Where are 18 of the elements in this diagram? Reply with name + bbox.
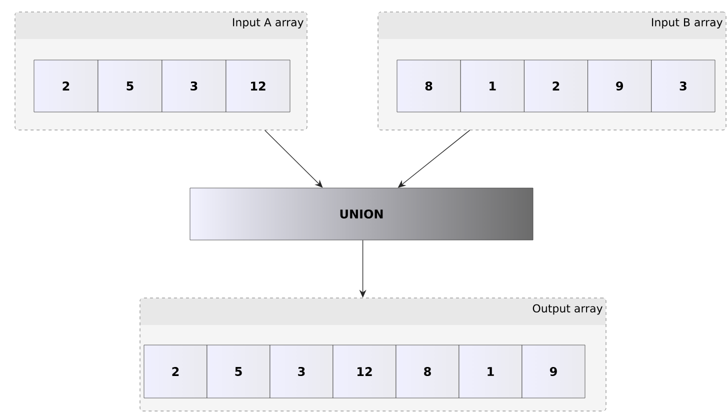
array-cell: 2: [524, 60, 588, 112]
array-cell: 1: [458, 344, 522, 398]
array-cell: 8: [396, 344, 460, 398]
array-cell: 5: [98, 60, 162, 112]
process-box: UNION: [190, 188, 534, 240]
array-cell: 9: [522, 344, 586, 398]
array-cell: 3: [651, 60, 716, 112]
array-cell: 3: [162, 60, 226, 112]
array-cell: 12: [226, 60, 290, 112]
array-cell: 3: [270, 344, 334, 398]
array-cell: 9: [588, 60, 652, 112]
array-cell: 12: [332, 344, 396, 398]
arrow: [264, 130, 323, 188]
array-cell: 5: [206, 344, 270, 398]
array-cell: 2: [34, 60, 98, 112]
array-cell: 8: [396, 60, 461, 112]
array-cell: 2: [144, 344, 208, 398]
array-cell: 1: [460, 60, 524, 112]
